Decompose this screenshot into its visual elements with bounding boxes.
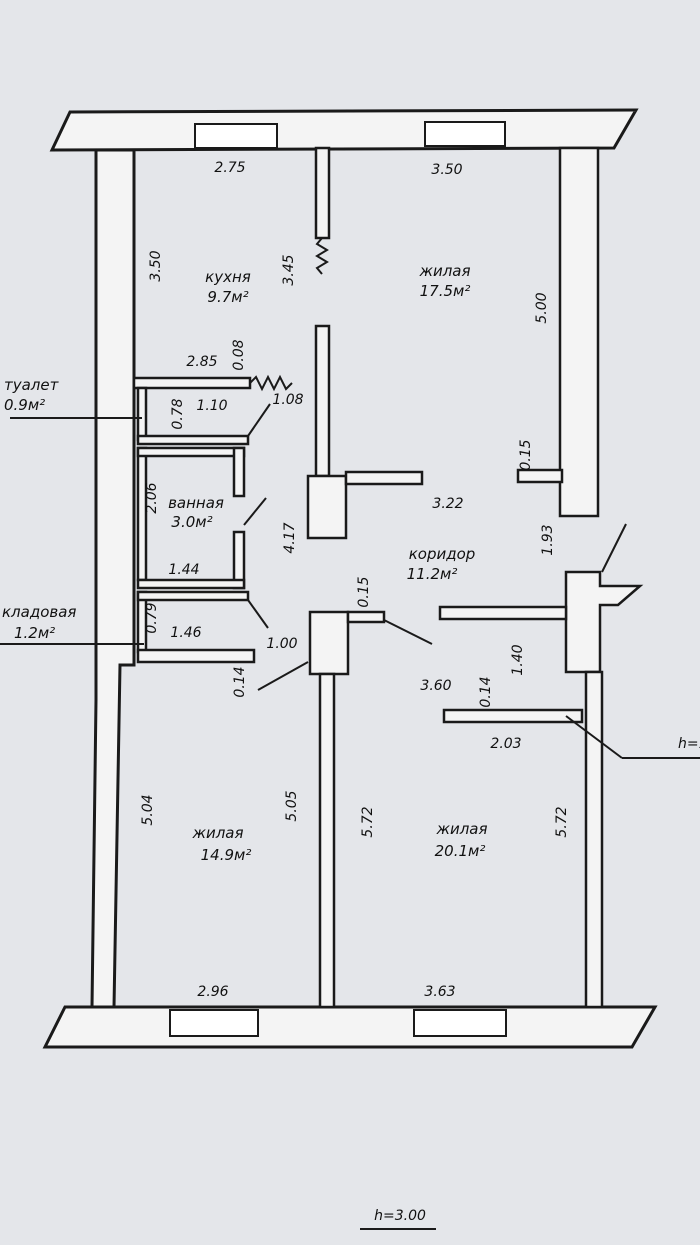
room-living-top-area: 17.5м² [420,282,471,300]
dim-storage-width: 1.46 [170,625,201,641]
dim-living-left-right: 5.05 [284,790,300,821]
window-top-left [194,123,278,149]
room-kitchen-name: кухня [205,268,251,286]
corridor-stub-wall-lower [346,610,386,624]
room-corridor-name: коридор [409,545,476,563]
kitchen-wall-break [249,374,293,392]
window-bottom-right [413,1009,507,1037]
dim-140: 1.40 [510,644,526,675]
dim-h120: h=1.20 [678,736,700,752]
storage-bottom-wall [136,648,256,664]
bottom-exterior-wall [42,1005,658,1049]
door-swing-storage-top [247,599,269,629]
dim-kitchen-bottom: 2.85 [186,354,217,370]
room-corridor-area: 11.2м² [407,565,458,583]
dim-wall-015-lower: 0.15 [356,576,372,607]
leader-h120 [565,715,623,759]
door-swing-toilet [247,403,271,437]
room-living-left-area: 14.9м² [201,846,252,864]
storage-top-wall [136,590,250,602]
left-exterior-wall [90,148,136,1009]
room-toilet-area: 0.9м² [4,396,45,414]
room-living-top-name: жилая [418,262,470,280]
door-swing-right [601,523,627,573]
dim-kitchen-left: 3.50 [148,250,164,281]
dim-wall-015-upper: 0.15 [518,439,534,470]
right-wall-upper [558,146,600,518]
dim-wall-014-right: 0.14 [478,676,494,707]
partition-living-lower [318,672,336,1009]
right-wall-lower [584,670,604,1009]
dim-corridor-417: 4.17 [282,522,298,553]
door-swing-corridor [383,619,433,645]
stub-wall-right [516,468,564,484]
bath-right-wall-upper [232,446,246,498]
dim-storage-height: 0.79 [144,602,160,633]
room-bath-name: ванная [168,494,224,512]
toilet-left-wall [136,386,148,442]
dim-ceiling-height: h=3.00 [374,1208,426,1224]
window-top-right [424,121,506,147]
dim-203: 2.03 [490,736,521,752]
partition-break-kitchen [315,237,329,275]
dim-living-top-right: 5.00 [534,292,550,323]
door-swing-living-left [257,661,309,691]
central-pillar-lower [308,610,350,676]
dim-bath-width: 1.44 [168,562,199,578]
dim-bottom-left: 2.96 [197,984,228,1000]
room-living-right-name: жилая [435,820,487,838]
dim-corridor-360: 3.60 [420,678,451,694]
corridor-wall-mid [438,605,568,621]
dim-door-100: 1.00 [266,636,297,652]
dim-corridor-width: 3.22 [432,496,463,512]
bath-bottom-wall [136,578,246,590]
dim-bath-height: 2.06 [144,482,160,513]
dim-kitchen-right: 3.45 [281,254,297,285]
room-kitchen-area: 9.7м² [207,288,248,306]
dim-wall-008: 0.08 [231,339,247,370]
window-bottom-left [169,1009,259,1037]
partition-kitchen-top [314,146,331,240]
room-storage-area: 1.2м² [14,624,55,642]
partition-corridor-top [314,324,331,478]
room-living-left-name: жилая [191,824,243,842]
top-exterior-wall [49,108,639,152]
door-swing-bath [243,497,267,526]
room-bath-area: 3.0м² [171,513,212,531]
room-toilet-name: туалет [4,376,60,394]
central-pillar-upper [306,474,348,540]
dim-living-right-right: 5.72 [554,806,570,837]
kitchen-bottom-wall [132,376,252,390]
dim-top-living: 3.50 [431,162,462,178]
bath-top-wall [136,446,246,458]
dim-living-right-left: 5.72 [360,806,376,837]
corridor-stub-wall-upper [344,470,424,486]
dim-bottom-right: 3.63 [424,984,455,1000]
corridor-wall-low [442,708,584,724]
right-pillar [564,570,644,674]
dim-toilet-width: 1.10 [196,398,227,414]
dim-top-kitchen: 2.75 [214,160,245,176]
room-storage-name: кладовая [2,603,76,621]
dim-living-left-height: 5.04 [140,794,156,825]
room-living-right-area: 20.1м² [435,842,486,860]
dim-193: 1.93 [540,524,556,555]
dim-wall-014-left: 0.14 [232,666,248,697]
toilet-bottom-wall [136,434,250,446]
dim-door-108: 1.08 [272,392,303,408]
dim-toilet-height: 0.78 [170,398,186,429]
